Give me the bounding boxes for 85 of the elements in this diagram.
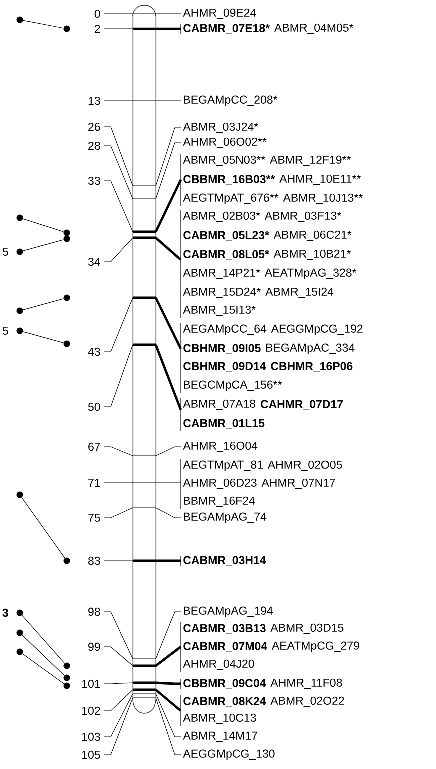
marker-name: ABMR_02B03* xyxy=(183,212,260,222)
marker-name: CABMR_07E18* xyxy=(184,24,270,34)
marker-name: ABMR_05N03** xyxy=(183,156,266,166)
marker-name: ABMR_15D24* xyxy=(183,288,261,298)
marker-name: BEGAMpAG_194 xyxy=(184,606,273,618)
marker-name: ABMR_10C13 xyxy=(183,714,256,724)
cropped-number: 3 xyxy=(2,608,8,618)
marker-name: AEGTMpAT_81 xyxy=(183,460,263,472)
position-number: 99 xyxy=(88,642,100,652)
position-number: 13 xyxy=(88,96,100,106)
marker-name: ABMR_03D15 xyxy=(270,624,344,634)
marker-name: AHMR_04J20 xyxy=(183,660,254,670)
marker-name: CBHMR_16P06 xyxy=(271,362,353,372)
marker-name: BEGCMpCA_156** xyxy=(184,380,282,392)
position-number: 0 xyxy=(94,10,100,18)
marker-name: ABMR_15I24 xyxy=(266,288,334,298)
position-number: 71 xyxy=(88,479,100,487)
connecting-line xyxy=(23,20,64,29)
position-number: 75 xyxy=(88,514,100,522)
marker-name: ABMR_10J13** xyxy=(283,194,363,204)
position-number: 105 xyxy=(82,750,100,760)
position-number: 83 xyxy=(88,556,100,566)
marker-name: ABMR_06C21* xyxy=(274,230,352,242)
position-number: 103 xyxy=(82,732,100,742)
marker-name: CBBMR_09C04 xyxy=(184,679,266,689)
marker-name: AHMR_11F08 xyxy=(270,678,342,690)
connecting-line xyxy=(22,615,65,664)
marker-name: ABMR_15I13* xyxy=(183,306,256,316)
position-number: 50 xyxy=(88,402,100,412)
marker-name: CABMR_08L05* xyxy=(184,250,270,260)
marker-name: ABMR_10B21* xyxy=(274,250,352,260)
position-number: 102 xyxy=(82,706,100,716)
marker-name: CBHMR_09I05 xyxy=(184,344,261,354)
marker-name: AHMR_16O04 xyxy=(183,442,258,452)
position-number: 34 xyxy=(88,258,100,266)
connecting-line xyxy=(22,635,65,676)
marker-name: BEGAMpAC_334 xyxy=(266,344,355,354)
marker-name: CAHMR_07D17 xyxy=(260,400,344,410)
position-number: 101 xyxy=(82,680,100,688)
marker-name: BEGAMpCC_208* xyxy=(184,96,278,106)
marker-name: BEGAMpAG_74 xyxy=(184,512,267,524)
marker-name: AHMR_07N17 xyxy=(262,478,336,490)
position-number: 67 xyxy=(88,442,100,452)
marker-name: AHMR_10E11** xyxy=(280,174,362,186)
marker-name: AEGGMpCG_192 xyxy=(271,324,363,336)
marker-name: AHMR_02O05 xyxy=(268,460,342,472)
marker-name: ABMR_03J24* xyxy=(183,122,258,134)
connecting-line xyxy=(22,218,64,232)
marker-name: CABMR_01L15 xyxy=(184,419,265,429)
marker-name: ABMR_02O22 xyxy=(270,696,344,708)
marker-name: CBBMR_16B03** xyxy=(184,175,276,185)
marker-name: CABMR_03H14 xyxy=(184,556,266,566)
position-number: 2 xyxy=(94,25,100,34)
marker-name: AHMR_06O02** xyxy=(183,138,267,148)
marker-name: AHMR_09E24 xyxy=(183,8,256,20)
position-number: 98 xyxy=(88,608,100,616)
connecting-line xyxy=(22,654,64,684)
marker-name: CABMR_07M04 xyxy=(184,642,268,652)
cropped-number: 5 xyxy=(2,327,8,336)
marker-name: ABMR_04M05* xyxy=(274,24,354,34)
cropped-number: 5 xyxy=(2,248,8,256)
position-number: 28 xyxy=(88,142,100,150)
marker-name: ABMR_03F13* xyxy=(264,212,342,222)
connecting-line xyxy=(23,298,64,310)
marker-name: AEATMpCG_279 xyxy=(272,642,360,652)
marker-name: AEATMpAG_328* xyxy=(264,268,357,280)
marker-name: ABMR_14M17 xyxy=(183,732,258,742)
connecting-line xyxy=(22,498,66,558)
marker-name: CABMR_05L23* xyxy=(184,231,270,241)
connecting-line xyxy=(23,332,64,344)
position-number: 43 xyxy=(88,348,100,356)
marker-name: CBHMR_09D14 xyxy=(184,362,266,372)
marker-name: ABMR_07A18 xyxy=(183,400,256,410)
marker-name: ABMR_12F19** xyxy=(270,156,352,166)
marker-name: AHMR_06D23 xyxy=(183,478,257,490)
position-number: 26 xyxy=(88,122,100,132)
position-number: 33 xyxy=(88,176,100,186)
marker-name: BBMR_16F24 xyxy=(184,496,256,508)
connecting-line xyxy=(23,240,64,252)
marker-name: CABMR_08K24 xyxy=(184,697,266,707)
marker-name: AEGGMpCG_130 xyxy=(183,750,275,760)
marker-name: AEGAMpCC_64 xyxy=(183,324,267,336)
marker-name: AEGTMpAT_676** xyxy=(183,194,279,204)
marker-name: CABMR_03B13 xyxy=(184,624,266,634)
marker-name: ABMR_14P21* xyxy=(183,268,260,280)
